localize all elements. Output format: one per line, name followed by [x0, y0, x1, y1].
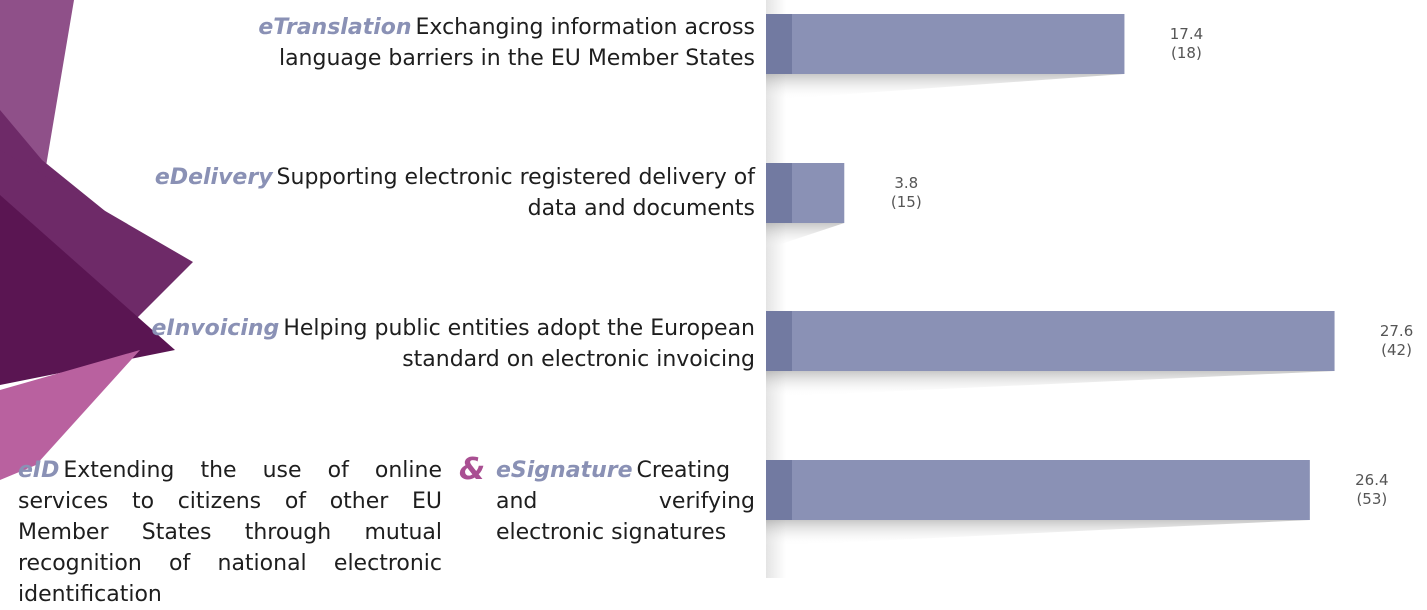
bar-shadow	[766, 371, 1335, 397]
bar-shadow	[766, 74, 1125, 100]
service-name: eTranslation	[258, 15, 412, 40]
decor-shape	[0, 350, 140, 480]
service-name: eID	[18, 458, 60, 483]
service-name: eSignature	[496, 458, 633, 483]
bar-count-label: (53)	[1356, 490, 1387, 508]
bar-shadow	[766, 520, 1310, 546]
bar-count-label: (18)	[1171, 44, 1202, 62]
bar-edge	[766, 14, 792, 74]
service-name: eInvoicing	[151, 316, 280, 341]
bar-edge	[766, 163, 792, 223]
bar	[766, 311, 1335, 371]
bar-value-label: 27.6	[1380, 322, 1413, 340]
service-description: Exchanging information across language b…	[278, 15, 755, 71]
bar-count-label: (15)	[891, 193, 922, 211]
service-description: Creating and verifying electronic signat…	[496, 458, 755, 545]
service-description: Supporting electronic registered deliver…	[276, 165, 755, 221]
service-name: eDelivery	[154, 165, 273, 190]
axis-shade	[766, 0, 786, 578]
bar-edge	[766, 460, 792, 520]
decorative-shapes	[0, 0, 193, 480]
bar-value-label: 17.4	[1170, 25, 1203, 43]
bars-group: 17.4(18) 3.8(15) 27.6(42) 26.4(53)	[766, 14, 1413, 546]
service-description: Helping public entities adopt the Europe…	[283, 316, 755, 372]
ampersand-symbol: &	[459, 452, 486, 487]
bar-edge	[766, 311, 792, 371]
bar-value-label: 26.4	[1355, 471, 1388, 489]
bar	[766, 14, 1125, 74]
bar-shadow	[766, 223, 845, 249]
decor-shape	[0, 195, 175, 385]
bar-chart: 17.4(18) 3.8(15) 27.6(42) 26.4(53)	[766, 0, 1413, 578]
bar-count-label: (42)	[1381, 341, 1412, 359]
bar-value-label: 3.8	[894, 174, 918, 192]
bar	[766, 460, 1310, 520]
